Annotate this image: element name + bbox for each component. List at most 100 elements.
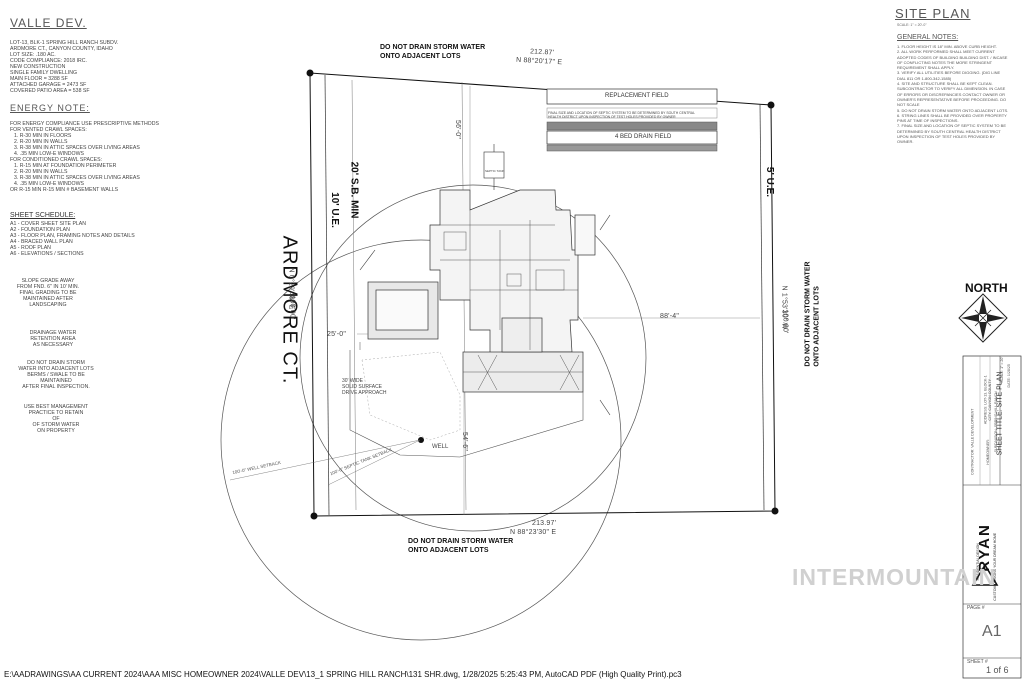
- general-note: 4. SITE AND STRUCTURE SHALL BE KEPT CLEA…: [897, 81, 1007, 108]
- title-block-subdivision: SUBDIVISION: SPRING HILL RANCH: [993, 391, 998, 453]
- site-plan-scale: SCALE: 1" = 20'-0": [897, 23, 927, 27]
- general-note: 2. ALL WORK PERFORMED SHALL MEET CURRENT…: [897, 49, 1008, 71]
- dim-88: 88'-4": [660, 313, 680, 320]
- well-setback-circle: [220, 239, 622, 641]
- project-info-line: SINGLE FAMILY DWELLING: [10, 70, 77, 76]
- project-info-line: NEW CONSTRUCTION: [10, 64, 66, 70]
- sheet-schedule-line: A2 - FOUNDATION PLAN: [10, 227, 70, 233]
- setback-sb: 20' S.B. MIN: [348, 161, 360, 219]
- north-arrow-icon: [958, 293, 1008, 343]
- drain-right-line: DO NOT DRAIN STORM WATER: [804, 261, 812, 367]
- project-info-line: COVERED PATIO AREA = 538 SF: [10, 88, 90, 94]
- project-info-line: ARDMORE CT., CANYON COUNTY, IDAHO: [10, 46, 113, 52]
- replacement-field: [546, 88, 718, 105]
- ue-line-left: [324, 74, 330, 516]
- drain-right-line: ONTO ADJACENT LOTS: [813, 286, 821, 367]
- septic-note-text: FINAL SIZE AND LOCATION OF SEPTIC SYSTEM…: [548, 111, 695, 119]
- sheet-schedule-line: A5 - ROOF PLAN: [10, 245, 51, 251]
- sheet-label: SHEET #: [967, 659, 988, 665]
- title-block-frame: [962, 355, 1022, 679]
- bmp-line: ON PROPERTY: [37, 428, 75, 434]
- dim-25: 25'-0": [327, 331, 347, 338]
- sheet-schedule-line: A3 - FLOOR PLAN, FRAMING NOTES AND DETAI…: [10, 233, 135, 239]
- storm-note: DO NOT DRAIN STORM WATER INTO ADJACENT L…: [6, 360, 106, 390]
- setback-ue-left: 10' U.E.: [328, 192, 340, 228]
- septic-tank: [483, 151, 505, 179]
- drive-line: 30' WIDE: [342, 378, 363, 384]
- left-length: 100.00': [288, 295, 296, 320]
- energy-line: 1. R-15 MIN AT FOUNDATION PERIMETER: [14, 163, 117, 169]
- energy-line: 1. R-30 MIN IN FLOORS: [14, 133, 72, 139]
- bmp-line: USE BEST MANAGEMENT: [23, 404, 89, 410]
- general-note: 7. FINAL SIZE AND LOCATION OF SEPTIC SYS…: [897, 123, 1006, 145]
- setback-ue-right: 5' U.E.: [764, 166, 776, 198]
- energy-line: 2. R-20 MIN IN WALLS: [14, 139, 68, 145]
- drain-field-label: 4 BED DRAIN FIELD: [615, 134, 672, 140]
- slope-line: SLOPE GRADE AWAY: [21, 278, 75, 284]
- top-dimension: 212.87': [529, 48, 555, 57]
- slope-line: MAINTAINED AFTER: [23, 296, 73, 302]
- project-info-line: ATTACHED GARAGE = 2473 SF: [10, 82, 87, 88]
- slope-line: FINAL GRADING TO BE: [19, 290, 77, 296]
- bmp-line: OF: [52, 416, 60, 422]
- bottom-dimension: 213.97': [532, 520, 557, 527]
- drain-field-hatch-3: [546, 144, 718, 152]
- energy-line: 4. .35 MIN LOW-E WINDOWS: [14, 181, 84, 187]
- project-title: VALLE DEV.: [10, 16, 87, 30]
- sheet-schedule-heading: SHEET SCHEDULE:: [10, 212, 76, 219]
- ue-line-right: [759, 103, 765, 511]
- drain-field: [546, 130, 718, 145]
- septic-setback-circle: [299, 184, 647, 532]
- drain-top-line: DO NOT DRAIN STORM WATER: [380, 44, 486, 51]
- bottom-bearing: N 88°23'30" E: [510, 529, 557, 536]
- slope-line: LANDSCAPING: [29, 302, 67, 308]
- house-footprint: [367, 189, 596, 393]
- energy-line: 3. R-38 MIN IN ATTIC SPACES OVER LIVING …: [14, 175, 140, 181]
- drive-line: DRIVE APPROACH: [342, 390, 387, 396]
- energy-line: 3. R-38 MIN IN ATTIC SPACES OVER LIVING …: [14, 145, 140, 151]
- dim-56: 56'-0": [454, 119, 462, 140]
- drainage-note: DRAINAGE WATER RETENTION AREA AS NECESSA…: [18, 330, 88, 348]
- bmp-note: USE BEST MANAGEMENT PRACTICE TO RETAIN O…: [6, 404, 106, 434]
- drive-approach: [361, 351, 461, 441]
- project-info-line: LOT-13, BLK-1 SPRING HILL RANCH SUBDV.: [10, 40, 119, 46]
- energy-line: FOR VENTED CRAWL SPACES:: [10, 127, 87, 133]
- energy-line: FOR ENERGY COMPLIANCE USE PRESCRIPTIVE M…: [10, 121, 159, 127]
- sheet-schedule-line: A6 - ELEVATIONS / SECTIONS: [10, 251, 84, 257]
- right-length: 100.00': [781, 309, 789, 334]
- drain-field-hatch-1: [546, 107, 718, 119]
- drive-line: SOLID SURFACE: [342, 384, 383, 390]
- site-plan-title: SITE PLAN: [895, 6, 971, 21]
- storm-line: WATER INTO ADJACENT LOTS: [18, 366, 94, 372]
- general-notes-heading: GENERAL NOTES:: [897, 34, 959, 41]
- project-info-line: MAIN FLOOR = 3288 SF: [10, 76, 68, 82]
- drive-approach-label: 30' WIDE SOLID SURFACE DRIVE APPROACH: [342, 378, 386, 396]
- replacement-field-label: REPLACEMENT FIELD: [605, 93, 669, 99]
- house-interior: [440, 210, 583, 391]
- page-number: A1: [982, 623, 1002, 640]
- general-notes: 1. FLOOR HEIGHT IS 18" MIN. ABOVE CURB H…: [897, 44, 1009, 145]
- energy-notes: FOR ENERGY COMPLIANCE USE PRESCRIPTIVE M…: [10, 121, 159, 193]
- north-label: NORTH: [965, 281, 1008, 295]
- energy-line: OR R-15 MIN R-15 MIN # BASEMENT WALLS: [10, 187, 119, 193]
- well-label: WELL: [432, 444, 449, 450]
- title-block-city: CITY: CANYON COUNTY: [987, 379, 992, 421]
- energy-line: FOR CONDITIONED CRAWL SPACES:: [10, 157, 103, 163]
- drainage-line: AS NECESSARY: [32, 342, 74, 348]
- drain-field-hatch-2: [546, 121, 718, 131]
- title-block-scale: SCALE: 1" = 20': [1000, 356, 1005, 383]
- project-info: LOT-13, BLK-1 SPRING HILL RANCH SUBDV. A…: [10, 40, 118, 94]
- drain-note-bottom: DO NOT DRAIN STORM WATER ONTO ADJACENT L…: [408, 537, 513, 555]
- sheet-schedule-line: A1 - COVER SHEET SITE PLAN: [10, 221, 87, 227]
- drainage-line: DRAINAGE WATER: [29, 330, 77, 336]
- page-label: PAGE #: [967, 605, 985, 611]
- drain-note-right: DO NOT DRAIN STORM WATER ONTO ADJACENT L…: [804, 261, 822, 366]
- storm-line: MAINTAINED: [40, 378, 72, 384]
- bmp-line: OF STORM WATER: [32, 422, 80, 428]
- sb-line: [351, 79, 357, 511]
- general-note: 1. FLOOR HEIGHT IS 18" MIN. ABOVE CURB H…: [897, 44, 997, 49]
- energy-heading: ENERGY NOTE:: [10, 103, 90, 113]
- title-block-homeowner: HOMEOWNER:: [985, 439, 990, 465]
- energy-line: 2. R-20 MIN IN WALLS: [14, 169, 68, 175]
